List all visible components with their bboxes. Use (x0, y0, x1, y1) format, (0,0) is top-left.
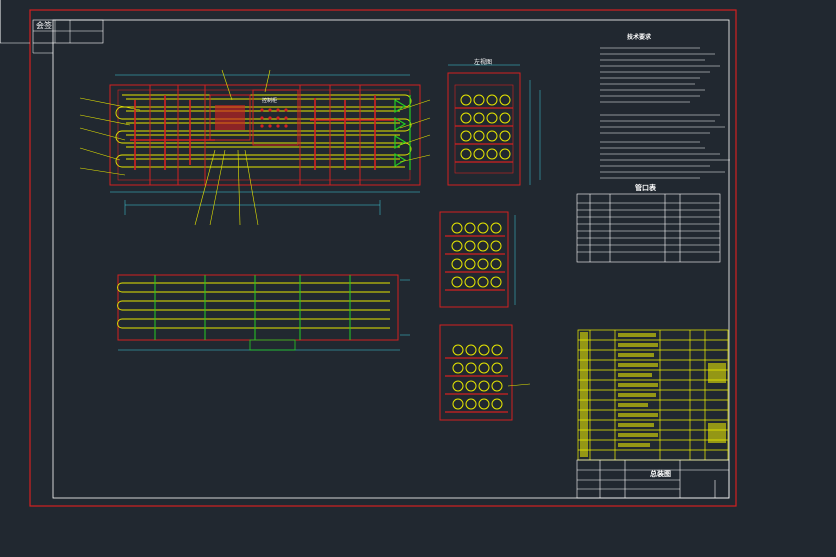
outer-border (29, 9, 737, 507)
side-view-top (447, 64, 541, 186)
inner-border (52, 19, 730, 499)
plan-view (117, 274, 410, 351)
technical-notes (600, 47, 730, 179)
title-block (576, 459, 730, 499)
svg-text:控制柜: 控制柜 (262, 97, 277, 104)
nozzle-table (576, 193, 721, 263)
sign-off-box (32, 19, 104, 54)
side-view-title: 左视图 (474, 59, 493, 66)
front-view: 控制柜 (79, 69, 431, 226)
side-view-bottom (439, 324, 531, 421)
side-view-middle (439, 211, 516, 308)
nozzle-table-heading: 管口表 (635, 184, 656, 192)
title-block-heading: 总装图 (650, 470, 671, 478)
notes-heading: 技术要求 (627, 34, 652, 41)
corner-tag: 会签 (36, 21, 52, 30)
